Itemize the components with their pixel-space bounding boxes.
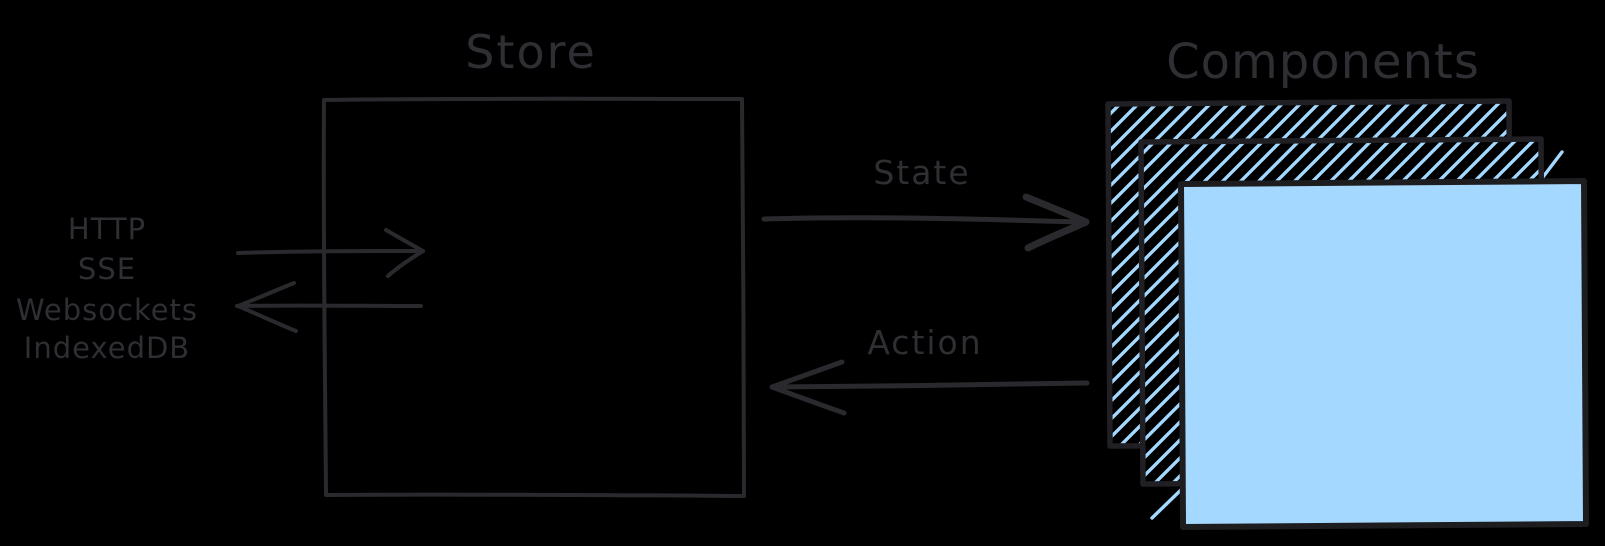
component-card-front — [1178, 178, 1589, 530]
components-title: Components — [1166, 34, 1480, 90]
state-arrow — [761, 193, 1090, 252]
external-source-indexeddb: IndexedDB — [24, 331, 190, 365]
arrow-store-to-sources — [235, 281, 423, 333]
action-arrow — [769, 359, 1090, 416]
components-stack — [1105, 98, 1589, 530]
state-label: State — [873, 153, 970, 192]
external-sources-list: HTTP SSE Websockets IndexedDB — [16, 212, 198, 365]
arrow-sources-to-store — [236, 228, 425, 278]
external-source-sse: SSE — [78, 252, 136, 286]
action-label: Action — [867, 323, 982, 362]
external-source-websockets: Websockets — [16, 293, 198, 327]
store-box — [321, 96, 746, 498]
external-source-http: HTTP — [68, 212, 146, 246]
store-title: Store — [465, 25, 597, 79]
